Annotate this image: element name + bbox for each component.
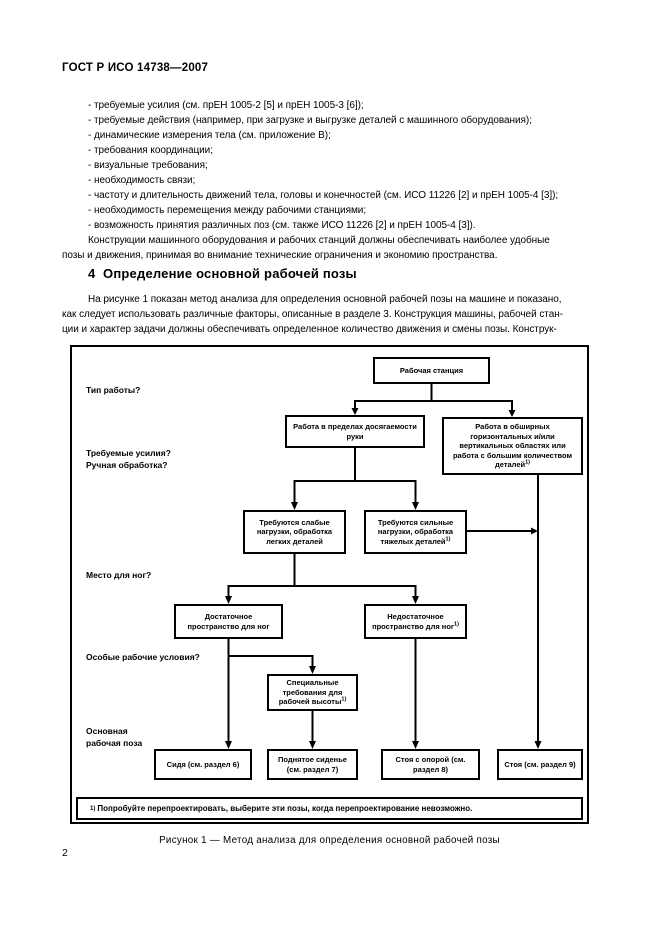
flow-box-sitting: Сидя (см. раздел 6): [154, 749, 252, 780]
flow-box-raised-seat: Поднятое сиденье (см. раздел 7): [267, 749, 358, 780]
section-heading: 4 Определение основной рабочей позы: [88, 266, 357, 281]
figure-caption: Рисунок 1 — Метод анализа для определени…: [159, 835, 500, 846]
list-item: - динамические измерения тела (см. прило…: [88, 130, 331, 141]
list-item: - возможность принятия различных поз (см…: [88, 220, 476, 231]
question-line: Тип работы?: [86, 385, 141, 395]
question-line: Ручная обработка?: [86, 460, 168, 470]
flow-box-extensive-areas: Работа в обширных горизонтальных и/или в…: [442, 417, 583, 475]
question-line: рабочая поза: [86, 738, 143, 748]
paragraph-line: На рисунке 1 показан метод анализа для о…: [88, 294, 562, 305]
list-item: - визуальные требования;: [88, 160, 208, 171]
list-item: - необходимость связи;: [88, 175, 196, 186]
paragraph-line: как следует использовать различные факто…: [62, 309, 563, 320]
list-item: - требуемые действия (например, при загр…: [88, 115, 532, 126]
flow-question-work-type: Тип работы?: [86, 384, 140, 396]
flow-box-light-loads: Требуются слабые нагрузки, обработка лег…: [243, 510, 346, 554]
flow-box-sufficient-legroom: Достаточное пространство для ног: [174, 604, 283, 639]
flow-box-special-height-requirements: Специальные требования для рабочей высот…: [267, 674, 358, 711]
page-number: 2: [62, 847, 68, 859]
paragraph-line: позы и движения, принимая во внимание те…: [62, 250, 498, 261]
list-item: - требования координации;: [88, 145, 213, 156]
flow-box-work-within-reach: Работа в пределах досягаемости руки: [285, 415, 425, 448]
document-header: ГОСТ Р ИСО 14738—2007: [62, 62, 209, 74]
flow-question-required-forces: Требуемые усилия? Ручная обработка?: [86, 447, 171, 471]
list-item: - требуемые усилия (см. прЕН 1005-2 [5] …: [88, 100, 364, 111]
paragraph-line: ции и характер задачи должны обеспечиват…: [62, 324, 557, 335]
flow-box-insufficient-legroom: Недостаточное пространство для ног1): [364, 604, 467, 639]
question-line: Основная: [86, 726, 128, 736]
flow-box-standing-with-support: Стоя с опорой (см. раздел 8): [381, 749, 480, 780]
figure-footnote: 1) Попробуйте перепроектировать, выберит…: [76, 797, 583, 820]
footnote-marker: 1): [90, 805, 96, 812]
figure-frame: Тип работы? Требуемые усилия? Ручная обр…: [70, 345, 589, 824]
flow-question-special-conditions: Особые рабочие условия?: [86, 651, 200, 663]
flow-question-main-posture: Основная рабочая поза: [86, 725, 142, 749]
question-line: Место для ног?: [86, 570, 152, 580]
question-line: Требуемые усилия?: [86, 448, 171, 458]
footnote-text: Попробуйте перепроектировать, выберите э…: [97, 804, 473, 813]
paragraph-line: Конструкции машинного оборудования и раб…: [88, 235, 550, 246]
flow-box-workstation: Рабочая станция: [373, 357, 490, 384]
list-item: - необходимость перемещения между рабочи…: [88, 205, 367, 216]
question-line: Особые рабочие условия?: [86, 652, 200, 662]
flow-question-legroom: Место для ног?: [86, 569, 151, 581]
list-item: - частоту и длительность движений тела, …: [88, 190, 559, 201]
flow-box-heavy-loads: Требуются сильные нагрузки, обработка тя…: [364, 510, 467, 554]
flow-box-standing: Стоя (см. раздел 9): [497, 749, 583, 780]
